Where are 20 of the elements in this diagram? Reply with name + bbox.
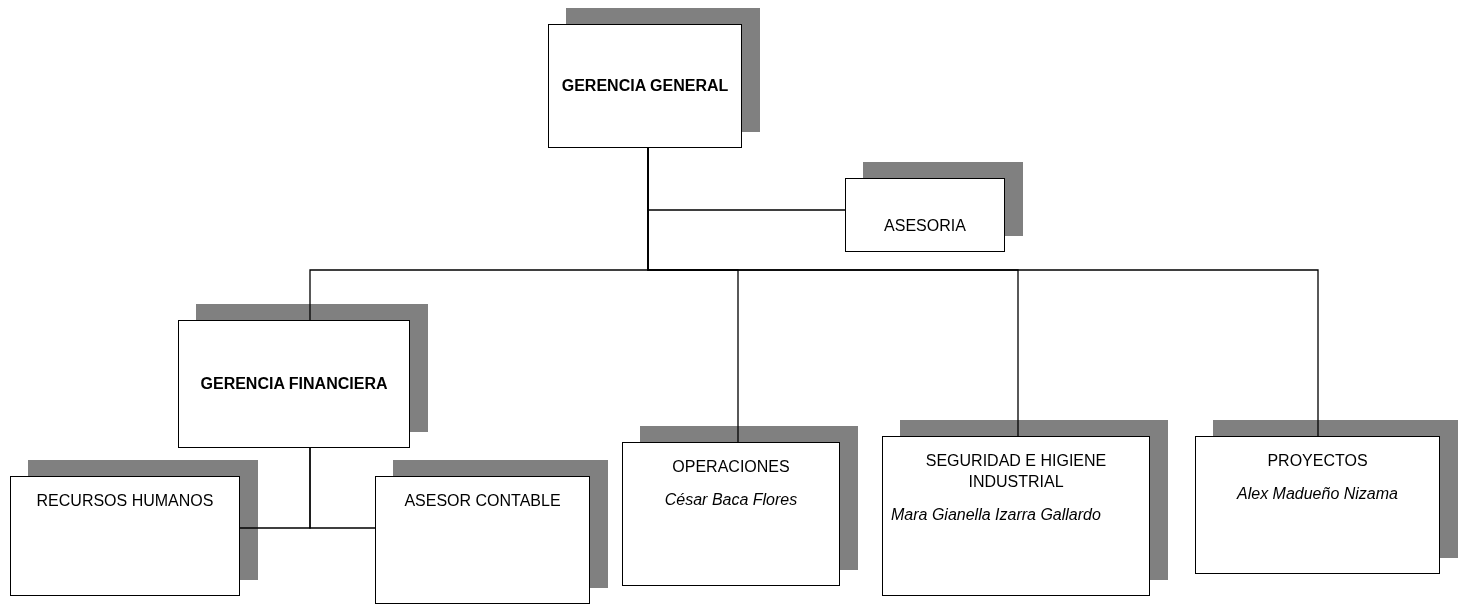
unit-title: SEGURIDAD E HIGIENE INDUSTRIAL [924,451,1108,492]
unit-title: GERENCIA FINANCIERA [200,373,388,394]
unit-title: RECURSOS HUMANOS [36,491,214,511]
unit-title: ASESORIA [884,215,966,236]
unit-title: OPERACIONES [672,457,790,477]
person-name: Alex Madueño Nizama [1237,483,1398,504]
org-box [622,442,840,586]
person-name: Mara Gianella Izarra Gallardo [891,504,1101,525]
connector-line [309,447,376,529]
org-box [1195,436,1440,574]
org-box [548,24,742,148]
org-box [845,178,1005,252]
org-box [375,476,590,604]
org-box [10,476,240,596]
person-name: César Baca Flores [664,489,798,510]
unit-title: GERENCIA GENERAL [561,75,729,96]
org-box [882,436,1150,596]
org-box [178,320,410,448]
unit-title: ASESOR CONTABLE [404,491,561,511]
unit-title: PROYECTOS [1267,451,1368,471]
